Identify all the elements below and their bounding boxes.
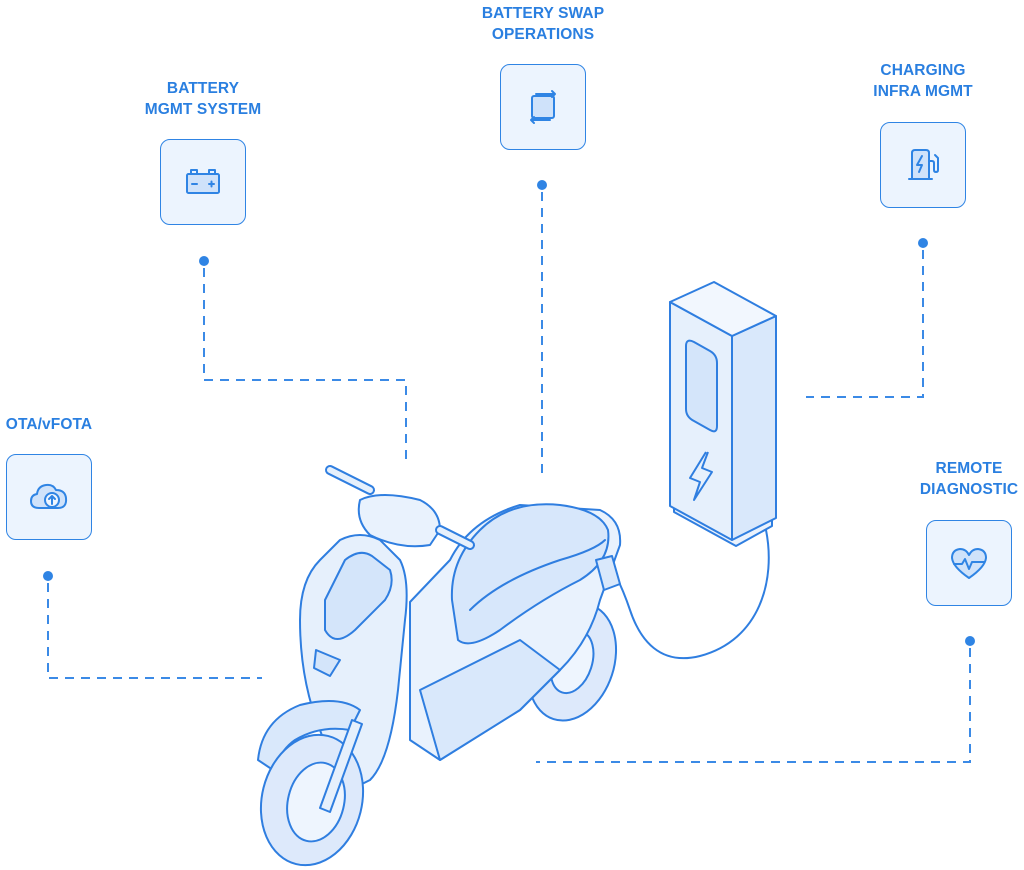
charging-label-line1: CHARGING [880,62,966,79]
connector-battery-mgmt [203,268,407,462]
charging-station-icon [908,149,939,180]
scooter-illustration [257,465,622,867]
battery-mgmt-tile [160,139,246,225]
remote-tile [926,520,1012,606]
battery-swap-label-line1: BATTERY SWAP [481,5,605,22]
connector-remote [536,648,971,763]
swap-icon [530,90,556,124]
battery-swap-tile [500,64,586,150]
connector-dot-charging [918,238,928,248]
cloud-upload-icon [30,483,68,509]
connector-charging [806,250,924,398]
remote-label-line1: REMOTE [935,460,1003,477]
charging-label: CHARGING INFRA MGMT [850,60,996,102]
remote-label: REMOTE DIAGNOSTIC [896,458,1024,500]
connector-dot-battery-swap [537,180,547,190]
ota-tile [6,454,92,540]
connector-dot-battery-mgmt [199,256,209,266]
heart-pulse-icon [951,548,987,579]
battery-mgmt-label-line2: MGMT SYSTEM [144,101,262,118]
remote-label-line2: DIAGNOSTIC [919,481,1019,498]
charging-station-illustration [609,281,777,660]
battery-swap-label-line2: OPERATIONS [491,26,595,43]
battery-mgmt-label: BATTERY MGMT SYSTEM [130,78,276,120]
connector-dot-ota [43,571,53,581]
battery-mgmt-label-line1: BATTERY [166,80,240,97]
connector-ota [47,583,262,679]
ota-label: OTA/vFOTA [0,414,106,435]
battery-swap-label: BATTERY SWAP OPERATIONS [470,3,616,45]
battery-icon [186,169,220,194]
ota-label-line1: OTA/vFOTA [5,416,93,433]
charging-tile [880,122,966,208]
connector-dot-remote [965,636,975,646]
charging-label-line2: INFRA MGMT [873,83,973,100]
